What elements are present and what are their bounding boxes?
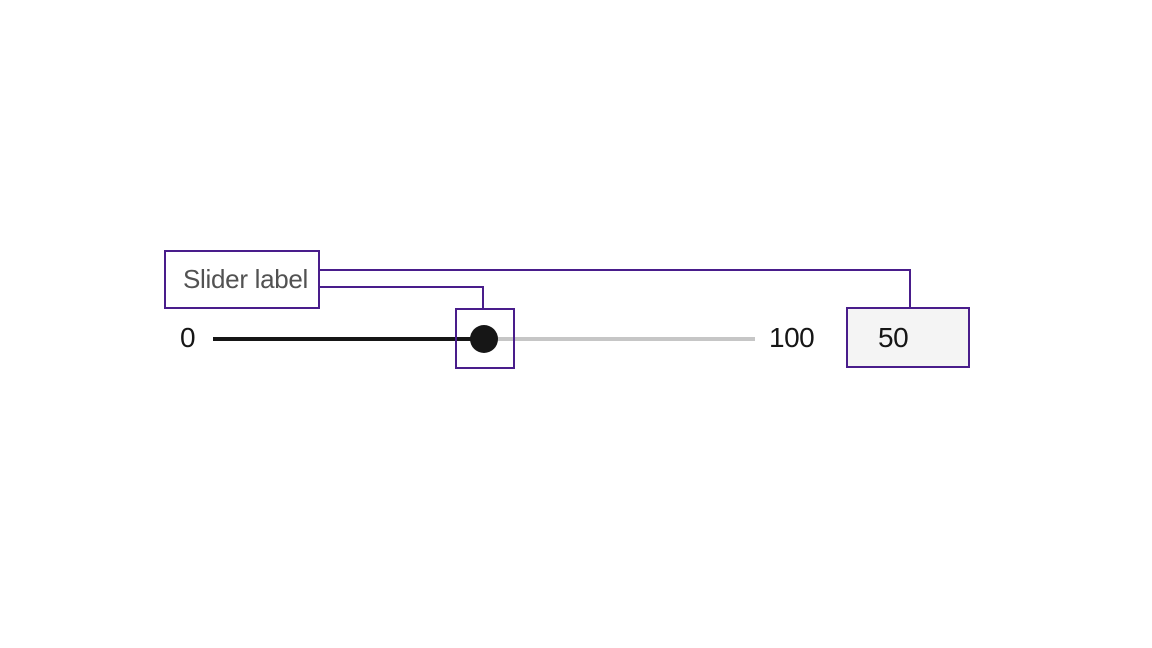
slider-handle-annotation-box	[455, 308, 515, 369]
slider-track-filled[interactable]	[213, 337, 485, 341]
slider-value: 50	[878, 321, 909, 353]
annotation-connector-lower-vertical	[482, 286, 484, 310]
slider-number-input[interactable]: 50	[846, 307, 970, 368]
slider-handle[interactable]	[470, 325, 498, 353]
annotation-connector-top-vertical	[909, 269, 911, 309]
slider-track-unfilled[interactable]	[485, 337, 755, 341]
slider-min-label: 0	[180, 322, 196, 353]
slider-max-label: 100	[769, 322, 815, 353]
annotation-connector-top-horizontal	[320, 269, 911, 271]
annotation-connector-lower-horizontal	[320, 286, 484, 288]
slider-label-annotation-box: Slider label	[164, 250, 320, 309]
slider-label: Slider label	[183, 264, 309, 294]
